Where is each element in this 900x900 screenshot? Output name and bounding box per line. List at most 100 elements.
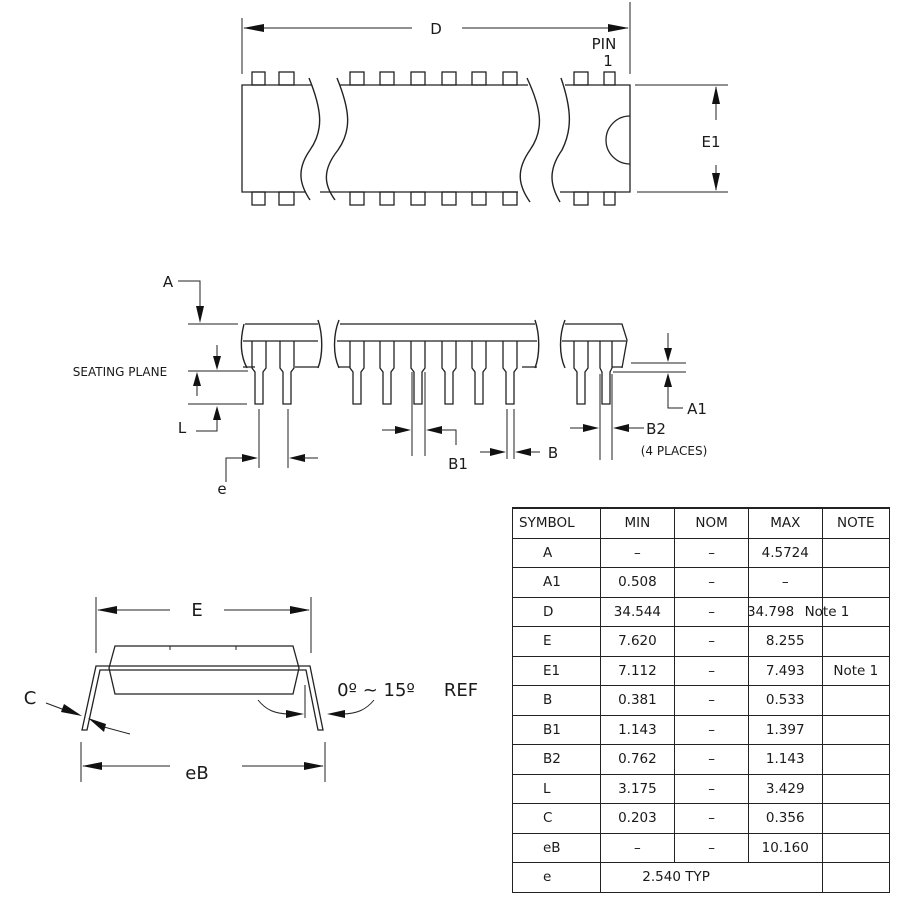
pin	[471, 341, 487, 405]
cell-nom: –	[674, 773, 749, 804]
pin	[573, 191, 589, 206]
cell-symbol: B1	[512, 714, 601, 745]
cell-nom: –	[674, 685, 749, 716]
c-tail	[103, 726, 131, 735]
body-left-segment	[241, 84, 312, 193]
cell-nom: –	[674, 596, 749, 627]
cell-max: 1.397	[747, 714, 823, 745]
pin	[573, 71, 589, 86]
cell-max: 4.5724	[747, 537, 823, 568]
cell-nom: –	[674, 655, 749, 686]
dim-label-E: E	[191, 600, 202, 621]
l-arrow-up	[213, 406, 221, 420]
cell-min: 0.203	[599, 803, 676, 834]
body-mid-segment	[320, 84, 528, 193]
a1-arrow-down	[664, 348, 672, 362]
cell-nom: –	[674, 744, 749, 775]
pin	[251, 71, 266, 86]
cell-symbol: A1	[512, 567, 601, 598]
pin1-number: 1	[603, 52, 613, 70]
pin	[379, 191, 395, 206]
cell-min: 0.508	[599, 567, 676, 598]
dim-label-e: e	[217, 480, 226, 498]
cell-symbol: E1	[512, 655, 601, 686]
table-header-row: SYMBOL MIN NOM MAX NOTE	[512, 507, 891, 539]
d-arrow-right	[608, 24, 629, 32]
header-symbol: SYMBOL	[512, 507, 601, 539]
dim-label-E1: E1	[701, 133, 720, 151]
cell-nom: –	[674, 537, 749, 568]
b1-arrow-left	[395, 426, 411, 434]
break-line	[325, 77, 349, 201]
dim-label-D: D	[430, 20, 442, 38]
break-line	[534, 319, 540, 369]
cell-note: Note 1	[821, 655, 891, 686]
dim-label-B1: B1	[448, 455, 468, 473]
break-line	[519, 77, 541, 203]
cell-symbol: B2	[512, 744, 601, 775]
pin	[441, 191, 457, 206]
body-right-segment	[560, 84, 631, 193]
break-line	[559, 319, 566, 369]
pin	[279, 341, 295, 405]
cell-max: –	[747, 567, 823, 598]
cell-min: –	[599, 832, 676, 863]
l-leader	[196, 410, 218, 432]
header-nom: NOM	[674, 507, 749, 539]
cell-note	[821, 803, 891, 834]
cell-note	[821, 832, 891, 863]
angle-arrow-right	[327, 710, 345, 718]
cell-max: 10.160	[747, 832, 823, 863]
cell-max: 8.255	[747, 626, 823, 657]
a1-arrow-up	[664, 373, 672, 387]
cell-min: 1.143	[599, 714, 676, 745]
pin	[251, 191, 266, 206]
break-line	[551, 77, 571, 203]
pin1-label: PIN	[592, 35, 617, 53]
d-arrow-left	[243, 24, 264, 32]
dim-label-L: L	[178, 419, 187, 437]
b-arrow-right	[515, 448, 531, 456]
pin	[603, 191, 616, 206]
e1-arrow-bottom	[712, 173, 720, 191]
e1-arrow-top	[712, 86, 720, 104]
dim-label-eB: eB	[185, 763, 208, 784]
pin	[410, 71, 426, 86]
end-view: E C 0º ~ 15º REF eB	[24, 597, 478, 784]
cell-min: –	[599, 537, 676, 568]
table-row: A––4.5724	[512, 537, 891, 568]
side-view: A SEATING PLANE	[73, 273, 708, 498]
cell-note	[821, 744, 891, 775]
pin	[573, 341, 589, 405]
l-arrow-up-top	[193, 372, 201, 386]
break-line	[300, 77, 321, 201]
table-row: eB––10.160	[512, 832, 891, 863]
b-arrow-left	[490, 448, 506, 456]
cell-note	[821, 714, 891, 745]
b2-arrow-left	[583, 424, 599, 432]
header-note: NOTE	[821, 507, 891, 539]
pin1-notch	[605, 115, 631, 165]
cell-symbol: A	[512, 537, 601, 568]
pin	[599, 341, 613, 405]
angle-label: 0º ~ 15º	[337, 680, 415, 701]
side-pins	[251, 341, 613, 405]
cell-min: 7.620	[599, 626, 676, 657]
a-arrow	[196, 306, 204, 323]
break-line	[317, 319, 323, 369]
body-left-edge	[240, 323, 248, 369]
cell-symbol: B	[512, 685, 601, 716]
dim-label-C: C	[24, 688, 37, 709]
break-line	[333, 319, 340, 369]
pin	[502, 341, 518, 405]
cell-max: 3.429	[747, 773, 823, 804]
bottom-pins	[251, 191, 616, 206]
cell-nom: –	[674, 832, 749, 863]
cell-note	[821, 773, 891, 804]
pin	[502, 191, 518, 206]
